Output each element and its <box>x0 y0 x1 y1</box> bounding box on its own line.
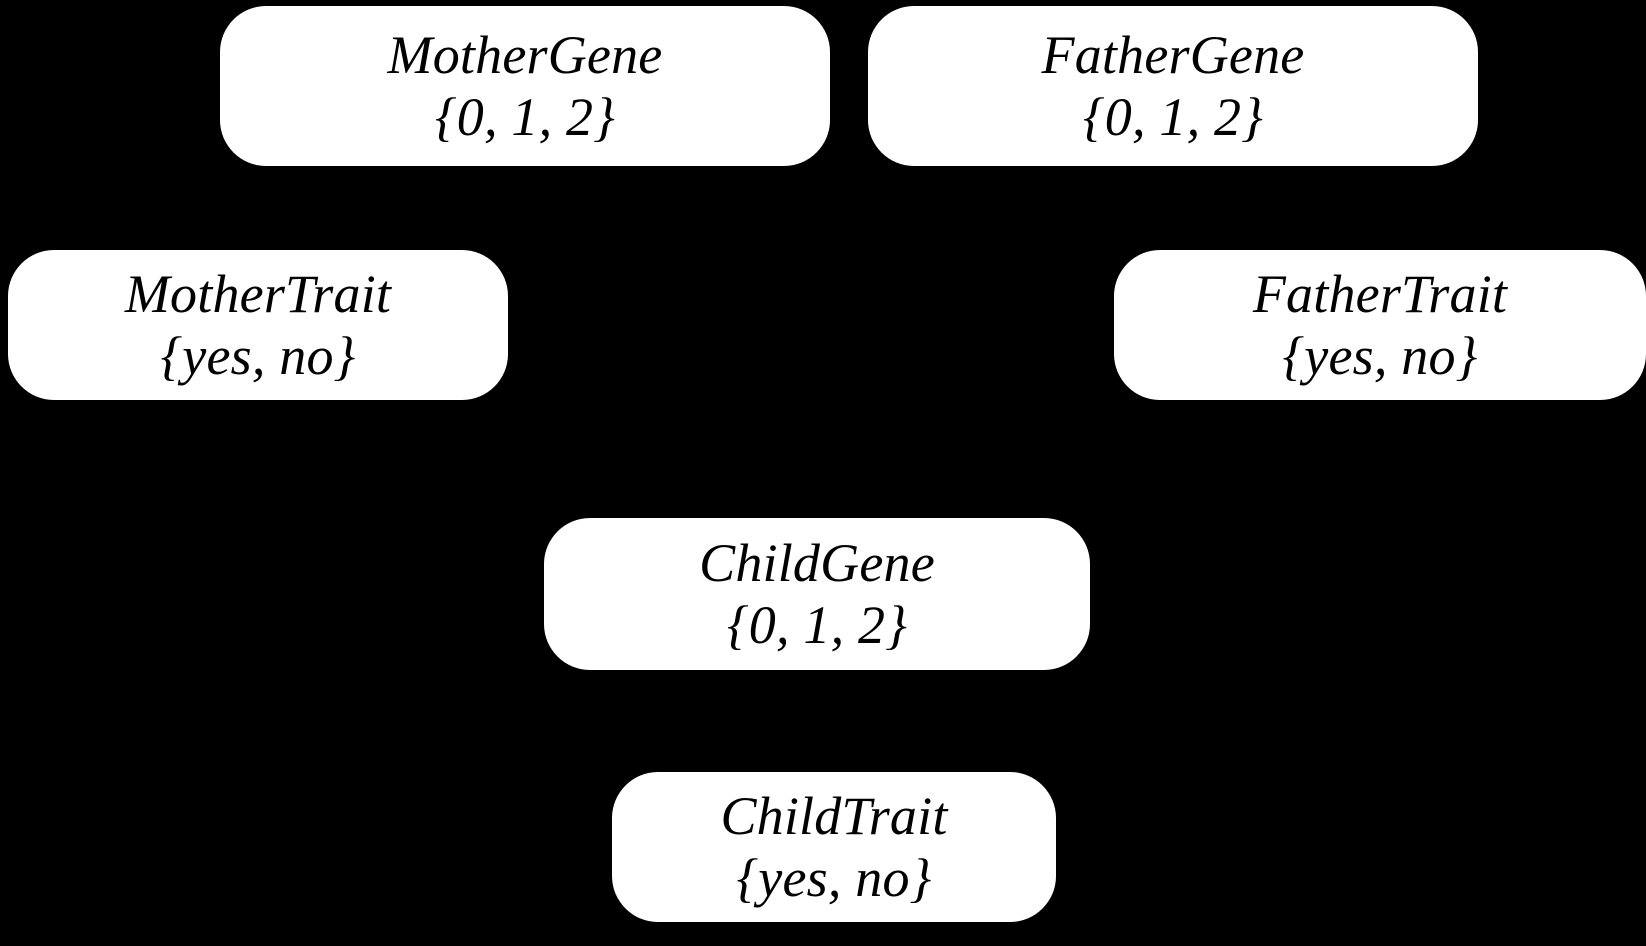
node-mother-trait[interactable]: MotherTrait {yes, no} <box>8 250 508 400</box>
node-mother-trait-domain: {yes, no} <box>160 326 356 386</box>
node-father-gene-domain: {0, 1, 2} <box>1083 87 1263 147</box>
node-child-trait-domain: {yes, no} <box>736 848 932 908</box>
node-child-gene[interactable]: ChildGene {0, 1, 2} <box>544 518 1090 670</box>
node-father-trait-domain: {yes, no} <box>1282 326 1478 386</box>
node-father-trait-label: FatherTrait <box>1252 263 1508 324</box>
node-child-gene-domain: {0, 1, 2} <box>727 595 907 655</box>
node-child-trait-label: ChildTrait <box>720 785 948 846</box>
node-child-trait[interactable]: ChildTrait {yes, no} <box>612 772 1056 922</box>
node-mother-gene-domain: {0, 1, 2} <box>435 87 615 147</box>
node-mother-trait-label: MotherTrait <box>124 263 392 324</box>
node-mother-gene[interactable]: MotherGene {0, 1, 2} <box>220 6 830 166</box>
node-father-gene[interactable]: FatherGene {0, 1, 2} <box>868 6 1478 166</box>
node-father-trait[interactable]: FatherTrait {yes, no} <box>1114 250 1646 400</box>
node-father-gene-label: FatherGene <box>1041 24 1305 85</box>
node-mother-gene-label: MotherGene <box>387 24 663 85</box>
node-child-gene-label: ChildGene <box>699 532 935 593</box>
